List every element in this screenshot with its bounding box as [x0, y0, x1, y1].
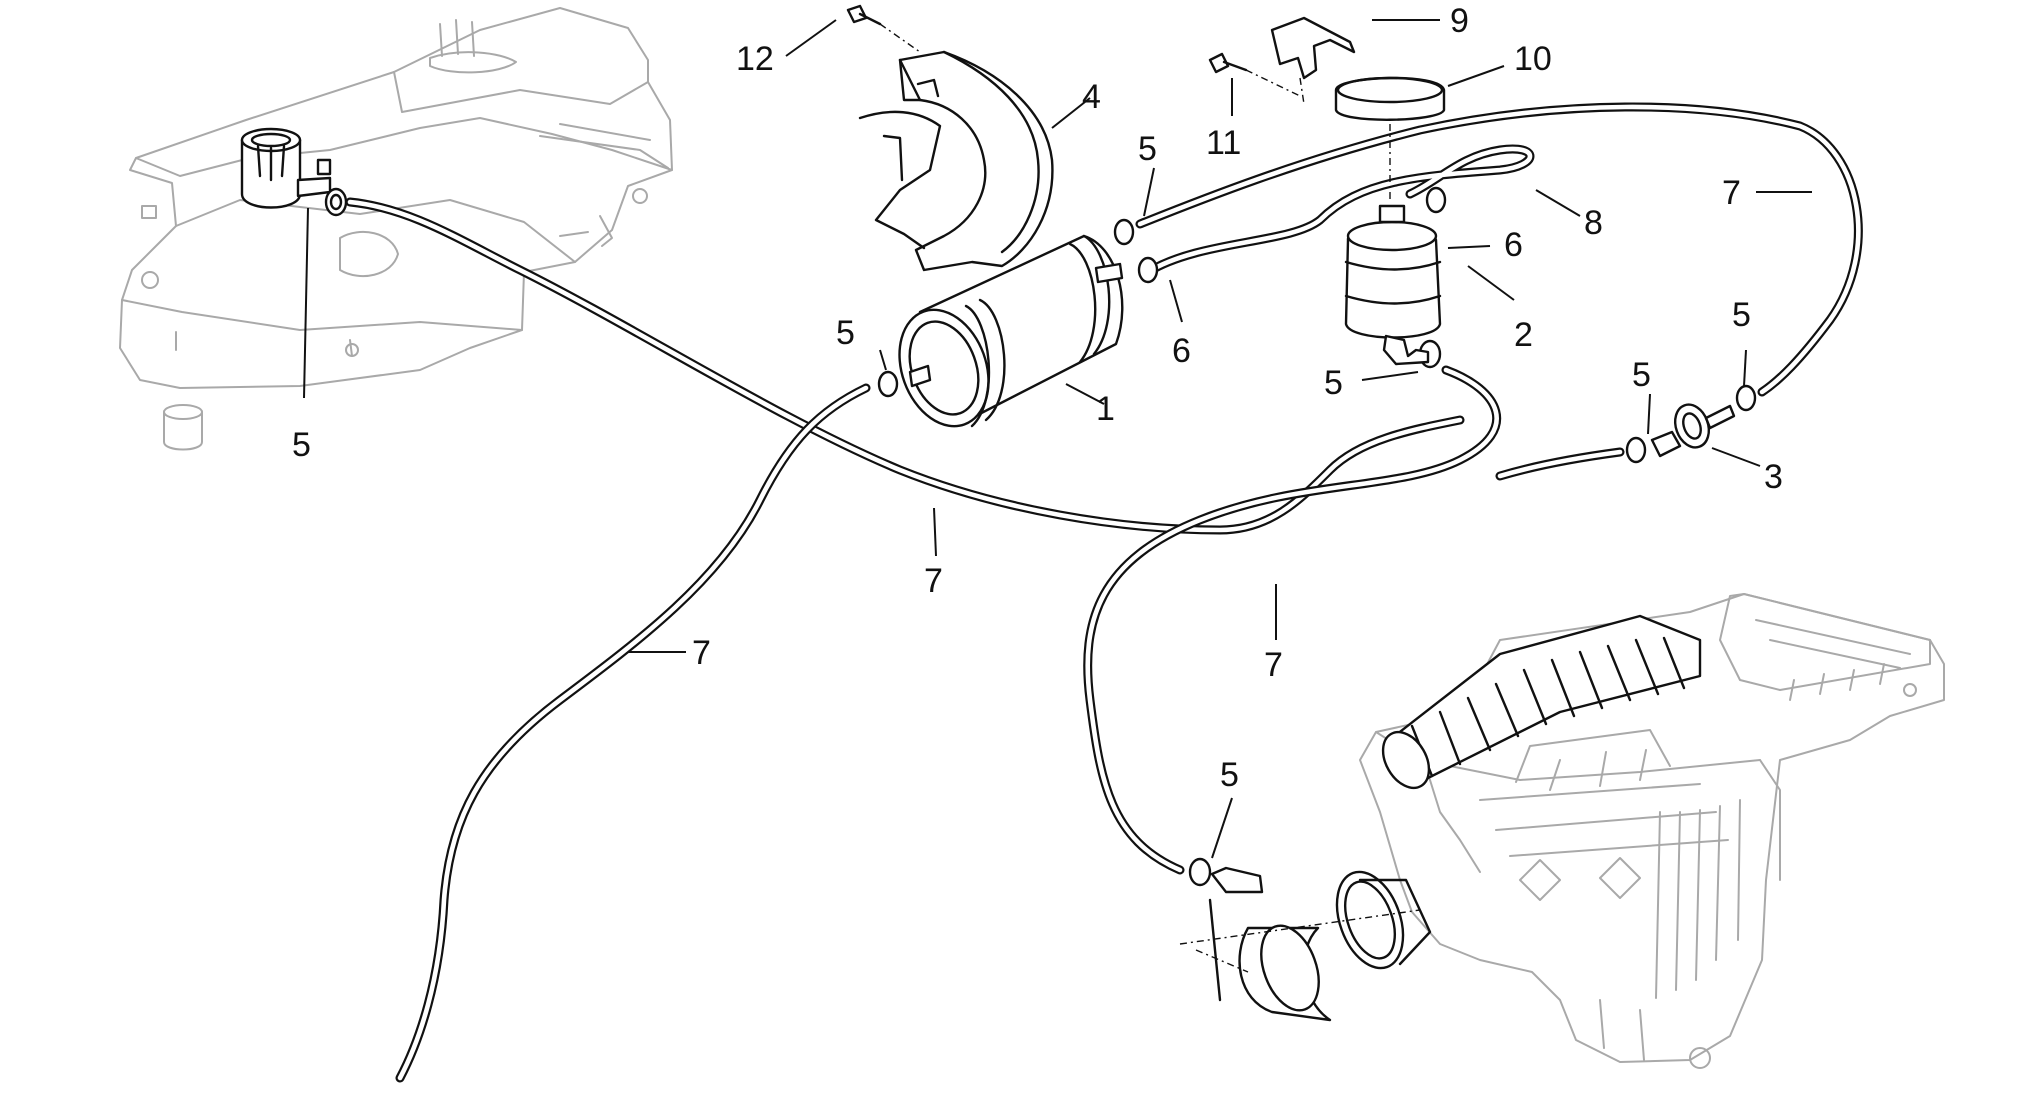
check-valve — [1650, 403, 1736, 458]
callout-5-separator: 5 — [1324, 364, 1343, 402]
callout-5-canister-left: 5 — [836, 314, 855, 352]
callout-5-filter-box: 5 — [1220, 756, 1239, 794]
callout-5-canister-top: 5 — [1138, 130, 1157, 168]
callout-5-valve-left: 5 — [1632, 356, 1651, 394]
air-filter-box — [1179, 593, 1945, 1069]
callout-6-separator: 6 — [1504, 226, 1523, 264]
callout-1: 1 — [1096, 390, 1115, 428]
canister-bracket — [858, 50, 1054, 272]
fuel-tank — [119, 7, 673, 451]
charcoal-canister — [898, 234, 1124, 428]
vapor-separator — [1344, 204, 1442, 366]
callout-9: 9 — [1450, 2, 1469, 40]
callout-8: 8 — [1584, 204, 1603, 242]
fasteners — [846, 4, 1446, 200]
callout-7-middle: 7 — [924, 562, 943, 600]
callout-3: 3 — [1764, 458, 1783, 496]
hose-clamps — [324, 186, 1757, 894]
hose-set — [345, 102, 1863, 1083]
callout-labels: 12 4 9 10 11 5 7 8 6 2 6 5 1 5 5 5 5 3 7… — [292, 2, 1783, 794]
callout-2: 2 — [1514, 316, 1533, 354]
callout-5-tank: 5 — [292, 426, 311, 464]
callout-leaders — [303, 19, 1812, 859]
callout-5-valve-right: 5 — [1732, 296, 1751, 334]
callout-6-canister: 6 — [1172, 332, 1191, 370]
callout-7-lower-left: 7 — [692, 634, 711, 672]
callout-7-lower-right: 7 — [1264, 646, 1283, 684]
callout-7-top-right: 7 — [1722, 174, 1741, 212]
callout-12: 12 — [736, 40, 774, 78]
callout-10: 10 — [1514, 40, 1552, 78]
callout-11: 11 — [1206, 124, 1241, 162]
callout-4: 4 — [1082, 78, 1101, 116]
